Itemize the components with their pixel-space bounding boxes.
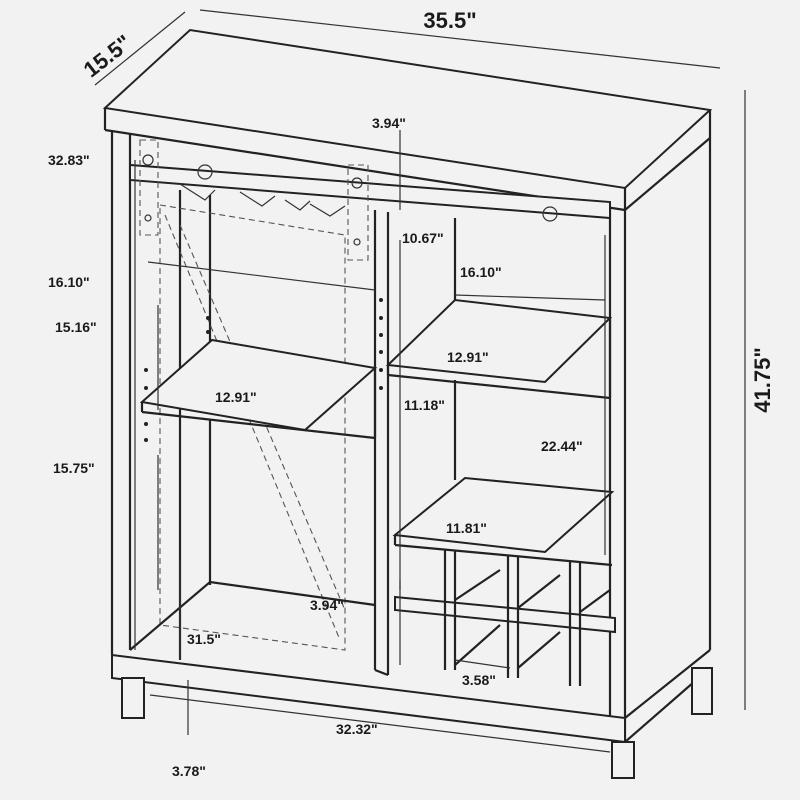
wine-cubbies	[443, 550, 611, 686]
bracket-right	[347, 164, 369, 261]
rail-bolt	[542, 206, 558, 222]
left-shelf-depth-label: 12.91"	[215, 389, 257, 405]
inner-height-label: 31.5"	[187, 631, 221, 647]
rail-bolt	[197, 164, 213, 180]
width-label: 35.5"	[423, 8, 476, 33]
right-shelf-spacing-label: 11.18"	[404, 397, 445, 413]
left-lower-height-label: 15.75"	[53, 460, 95, 476]
right-section-height-label: 22.44"	[541, 438, 583, 454]
leg-back-right	[691, 667, 713, 715]
right-shelf-depth-label: 12.91"	[447, 349, 489, 365]
cubby-width-label: 3.58"	[462, 672, 496, 688]
cabinet-top	[102, 28, 713, 190]
height-label: 41.75"	[750, 347, 775, 412]
leg-front-right	[611, 741, 635, 779]
bottom-gap-label: 3.94"	[310, 597, 344, 613]
upper-gap-label: 10.67"	[402, 230, 444, 246]
right-lower-shelf	[392, 476, 615, 554]
right-inner-width-label: 16.10"	[460, 264, 502, 280]
right-upper-shelf	[385, 298, 613, 384]
left-shelf-height-label: 15.16"	[55, 319, 97, 335]
shelf-pin-holes-left	[144, 316, 210, 442]
stemware-holders	[179, 183, 346, 217]
dimension-lines	[94, 9, 746, 753]
leg-span-label: 32.32"	[336, 721, 378, 737]
leg-height-label: 3.78"	[172, 763, 206, 779]
lower-shelf-depth-label: 11.81"	[446, 520, 487, 536]
glass-rack-rail	[129, 163, 611, 220]
leg-front-left	[121, 677, 145, 719]
top-gap-label: 3.94"	[372, 115, 406, 131]
left-inner-width-label: 16.10"	[48, 274, 90, 290]
rack-height-label: 32.83"	[48, 152, 90, 168]
door-outline	[159, 204, 346, 651]
shelf-pin-holes-center	[379, 298, 383, 390]
wine-rail	[394, 595, 616, 634]
bracket-left	[139, 139, 159, 236]
